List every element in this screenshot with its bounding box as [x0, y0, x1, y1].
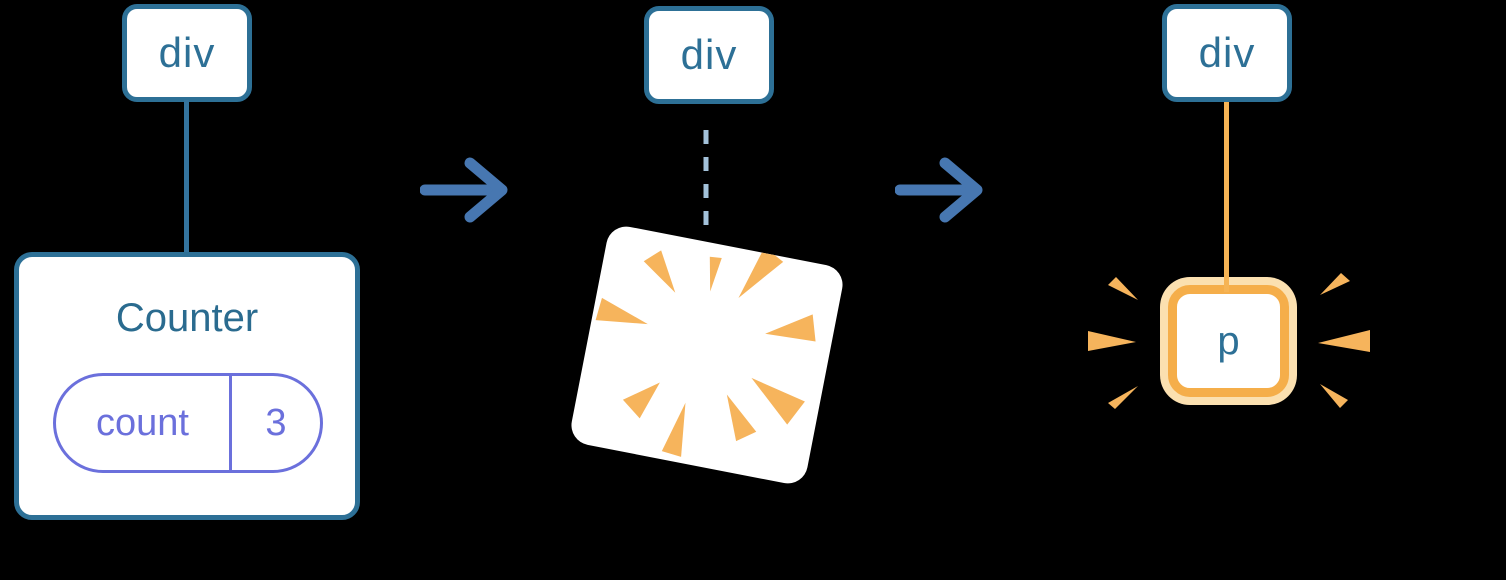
state-key: count — [96, 401, 189, 444]
new-node-glow: p — [1160, 277, 1297, 405]
state-pill-divider — [229, 376, 232, 470]
poof-burst-icon — [595, 247, 816, 457]
destroyed-component-box — [568, 223, 846, 487]
state-pill: count 3 — [53, 373, 323, 473]
transition-arrow-icon — [420, 157, 508, 223]
highlight-rays-icon — [1088, 273, 1370, 409]
new-node-box: p — [1168, 285, 1289, 397]
tree-edge-dashed — [703, 130, 709, 228]
host-node-label: div — [158, 29, 216, 76]
host-node-label: div — [680, 31, 738, 78]
transition-arrow-icon — [895, 157, 983, 223]
host-node-div-1: div — [122, 4, 252, 102]
host-node-label: div — [1198, 29, 1256, 76]
tree-edge-solid — [184, 100, 189, 254]
component-title: Counter — [115, 295, 259, 340]
state-value: 3 — [265, 401, 287, 444]
tree-edge-new — [1224, 102, 1229, 292]
counter-component-card: Counter count 3 — [14, 252, 360, 520]
new-node-label: p — [1217, 318, 1240, 363]
host-node-div-3: div — [1162, 4, 1292, 102]
host-node-div-2: div — [644, 6, 774, 104]
